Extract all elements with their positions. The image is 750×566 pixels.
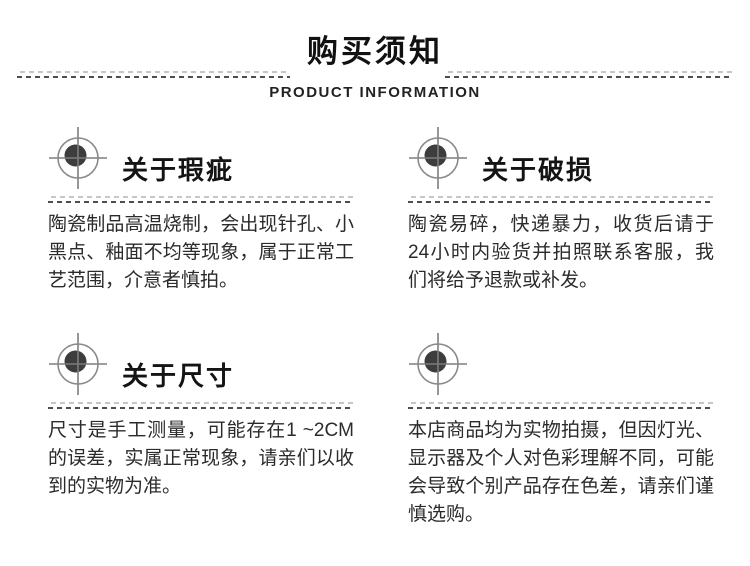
section-divider (48, 402, 354, 409)
target-crosshair-icon (49, 333, 107, 395)
section-title: 关于尺寸 (122, 361, 235, 391)
target-crosshair-icon (409, 127, 467, 189)
page-subtitle: PRODUCT INFORMATION (269, 84, 481, 101)
target-crosshair-icon (409, 333, 467, 395)
section-divider (408, 196, 714, 203)
target-crosshair-icon (49, 127, 107, 189)
section-damage: 关于破损 陶瓷易碎，快递暴力，收货后请于24小时内验货并拍照联系客服，我们将给予… (408, 127, 714, 295)
header-dashed-line-right (445, 71, 732, 78)
section-head: 关于尺寸 (48, 333, 354, 395)
section-divider (48, 196, 354, 203)
info-grid: 关于瑕疵 陶瓷制品高温烧制，会出现针孔、小黑点、釉面不均等现象，属于正常工艺范围… (48, 127, 714, 529)
page-title: 购买须知 (307, 34, 443, 69)
section-title: 关于破损 (482, 155, 595, 185)
section-head: 关于破损 (408, 127, 714, 189)
section-title: 关于瑕疵 (122, 155, 235, 185)
section-divider (408, 402, 714, 409)
section-head (408, 333, 714, 395)
section-head: 关于瑕疵 (48, 127, 354, 189)
section-text: 尺寸是手工测量，可能存在1 ~2CM的误差，实属正常现象，请亲们以收到的实物为准… (48, 420, 354, 497)
notice-header: 购买须知 PRODUCT INFORMATION (0, 0, 750, 101)
section-size: 关于尺寸 尺寸是手工测量，可能存在1 ~2CM的误差，实属正常现象，请亲们以收到… (48, 333, 354, 529)
header-dashed-line-left (17, 71, 290, 78)
section-text: 陶瓷易碎，快递暴力，收货后请于24小时内验货并拍照联系客服，我们将给予退款或补发… (408, 214, 714, 291)
section-color-difference: 本店商品均为实物拍摄，但因灯光、显示器及个人对色彩理解不同，可能会导致个别产品存… (408, 333, 714, 529)
section-flaws: 关于瑕疵 陶瓷制品高温烧制，会出现针孔、小黑点、釉面不均等现象，属于正常工艺范围… (48, 127, 354, 295)
section-text: 本店商品均为实物拍摄，但因灯光、显示器及个人对色彩理解不同，可能会导致个别产品存… (408, 420, 714, 525)
section-text: 陶瓷制品高温烧制，会出现针孔、小黑点、釉面不均等现象，属于正常工艺范围，介意者慎… (48, 214, 354, 291)
